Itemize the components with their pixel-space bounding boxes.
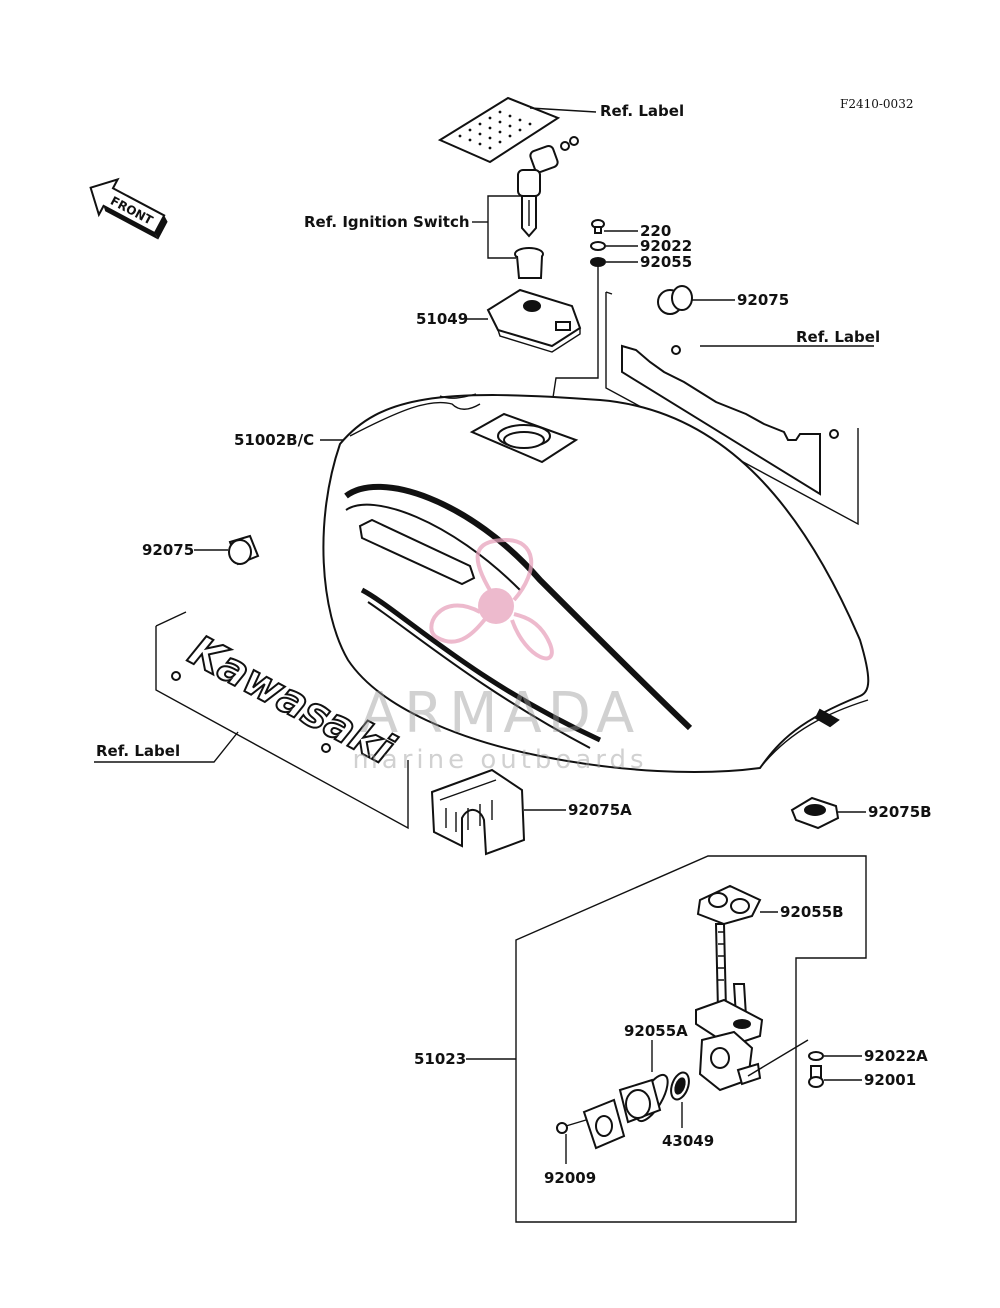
front-arrow-icon: FRONT	[89, 177, 168, 240]
label-92022A: 92022A	[864, 1047, 928, 1065]
seal-92055-icon	[590, 257, 606, 267]
label-51049: 51049	[416, 310, 468, 328]
rubber-92075-left	[228, 534, 260, 566]
watermark-tagline: marine outboards	[352, 745, 647, 775]
fuel-tank-51002	[322, 393, 870, 773]
washer-92022A-icon	[808, 1051, 824, 1061]
fuel-valve-body	[695, 923, 764, 1092]
label-43049: 43049	[662, 1132, 714, 1150]
label-92075-right: 92075	[737, 291, 789, 309]
fuel-valve-group-outline	[515, 855, 867, 1223]
label-92022: 92022	[640, 237, 692, 255]
diaphragm-43049	[670, 1071, 690, 1101]
label-92075A: 92075A	[568, 801, 632, 819]
ref-label-sheet-top	[437, 96, 561, 164]
key-cylinder-icon	[514, 247, 544, 279]
label-92055B: 92055B	[780, 903, 844, 921]
label-92075-left: 92075	[142, 541, 194, 559]
label-ref-label-top: Ref. Label	[600, 102, 684, 120]
valve-plate	[582, 1078, 662, 1150]
label-ref-label-left: Ref. Label	[96, 742, 180, 760]
label-92055A: 92055A	[624, 1022, 688, 1040]
label-51002: 51002B/C	[234, 431, 314, 449]
screw-92009-icon	[556, 1119, 587, 1134]
label-220: 220	[640, 222, 671, 240]
armada-watermark: ARMADA marine outboards	[352, 537, 647, 775]
gasket-92055B	[696, 884, 762, 926]
label-92075B: 92075B	[868, 803, 932, 821]
washer-92022-icon	[590, 241, 606, 251]
label-92009: 92009	[544, 1169, 596, 1187]
label-92001: 92001	[864, 1071, 916, 1089]
label-92055: 92055	[640, 253, 692, 271]
rubber-92075-right	[657, 285, 693, 315]
cover-92075A	[430, 768, 526, 856]
propeller-logo-icon	[429, 537, 554, 661]
label-51023: 51023	[414, 1050, 466, 1068]
label-ref-ignition-switch: Ref. Ignition Switch	[304, 213, 470, 231]
figure-id: F2410-0032	[840, 97, 913, 111]
watermark-brand: ARMADA	[360, 681, 640, 746]
tank-cap-51049	[486, 288, 582, 353]
ignition-key-icon	[517, 136, 579, 238]
screw-220-icon	[591, 219, 605, 234]
label-ref-label-right: Ref. Label	[796, 328, 880, 346]
grommet-92075B	[790, 796, 840, 830]
bolt-92001-icon	[808, 1065, 824, 1088]
